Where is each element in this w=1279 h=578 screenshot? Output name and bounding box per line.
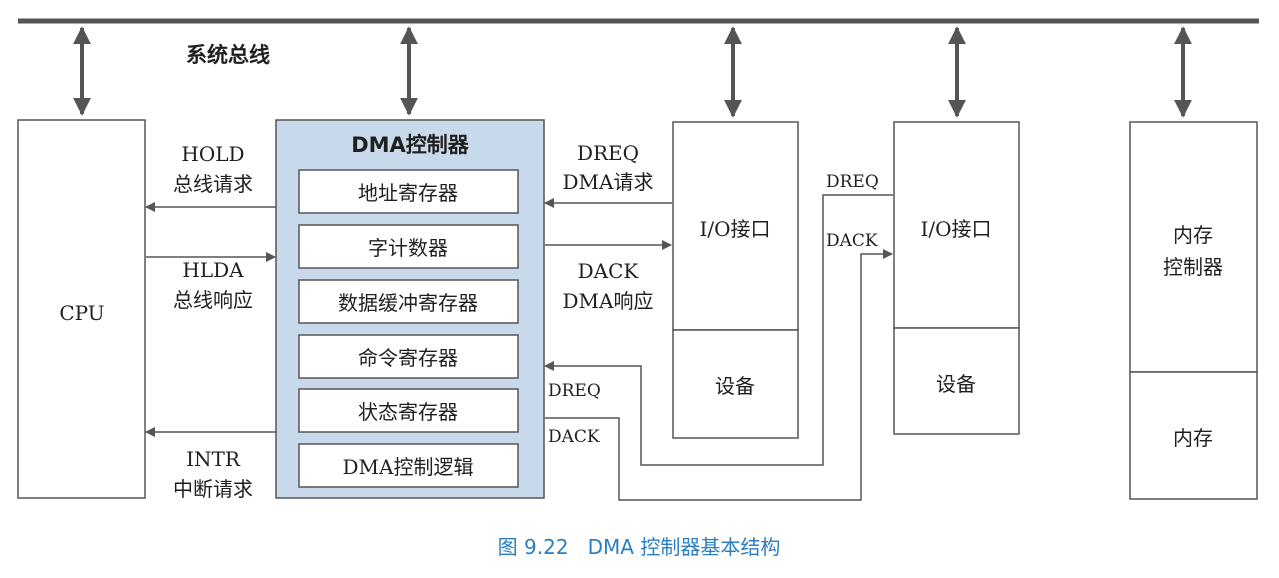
cpu-box	[17, 119, 146, 499]
register-box-control-logic	[298, 443, 519, 488]
register-box-data-buffer	[298, 279, 519, 324]
io1-device-box	[672, 329, 799, 439]
memory-controller-label-line1: 内存	[1173, 223, 1213, 247]
io1-device-label: 设备	[715, 374, 755, 398]
register-box-word-counter	[298, 224, 519, 269]
register-label-data-buffer: 数据缓冲寄存器	[338, 291, 478, 315]
dreq2-line	[544, 194, 893, 466]
hlda-label: HLDA	[182, 258, 244, 282]
register-label-control-logic: DMA控制逻辑	[343, 455, 474, 479]
dreq1-label: DREQ	[577, 141, 639, 165]
dma-controller-title: DMA控制器	[351, 133, 470, 157]
register-label-status: 状态寄存器	[358, 400, 458, 424]
dack-io2-label: DACK	[826, 231, 878, 251]
dack1-desc: DMA响应	[563, 289, 654, 313]
intr-label: INTR	[186, 447, 241, 471]
cpu-label: CPU	[59, 301, 104, 325]
memory-controller-label-line2: 控制器	[1163, 255, 1223, 279]
bus-connections	[73, 26, 1192, 118]
intr-desc: 中断请求	[173, 477, 253, 501]
dack2-line	[545, 249, 893, 501]
hold-desc: 总线请求	[173, 172, 253, 196]
io1-interface-box	[672, 121, 799, 331]
hlda-desc: 总线响应	[173, 288, 253, 312]
hold-label: HOLD	[181, 142, 244, 166]
io2-device-label: 设备	[936, 372, 976, 396]
register-box-command	[298, 334, 519, 379]
dreq-io2-label: DREQ	[826, 172, 879, 192]
io2-device-box	[893, 327, 1020, 435]
io1-interface-label: I/O接口	[699, 217, 770, 241]
memory-label: 内存	[1173, 426, 1213, 450]
system-bus-label: 系统总线	[186, 43, 270, 67]
dreq1-desc: DMA请求	[563, 170, 654, 194]
dack2-label: DACK	[548, 427, 600, 447]
register-label-command: 命令寄存器	[358, 346, 458, 370]
memory-box	[1129, 371, 1258, 500]
register-label-word-counter: 字计数器	[368, 236, 448, 260]
register-label-address: 地址寄存器	[358, 181, 458, 205]
dack1-label: DACK	[578, 259, 640, 283]
dma-registers: 地址寄存器 字计数器 数据缓冲寄存器 命令寄存器 状态寄存器 DMA控制逻辑	[298, 169, 519, 488]
io2-interface-box	[893, 121, 1020, 329]
dreq2-label: DREQ	[548, 381, 601, 401]
figure-caption: 图 9.22 DMA 控制器基本结构	[498, 535, 781, 559]
register-box-address	[298, 169, 519, 214]
io2-interface-label: I/O接口	[920, 217, 991, 241]
register-box-status	[298, 388, 519, 433]
memory-controller-box	[1129, 121, 1258, 373]
